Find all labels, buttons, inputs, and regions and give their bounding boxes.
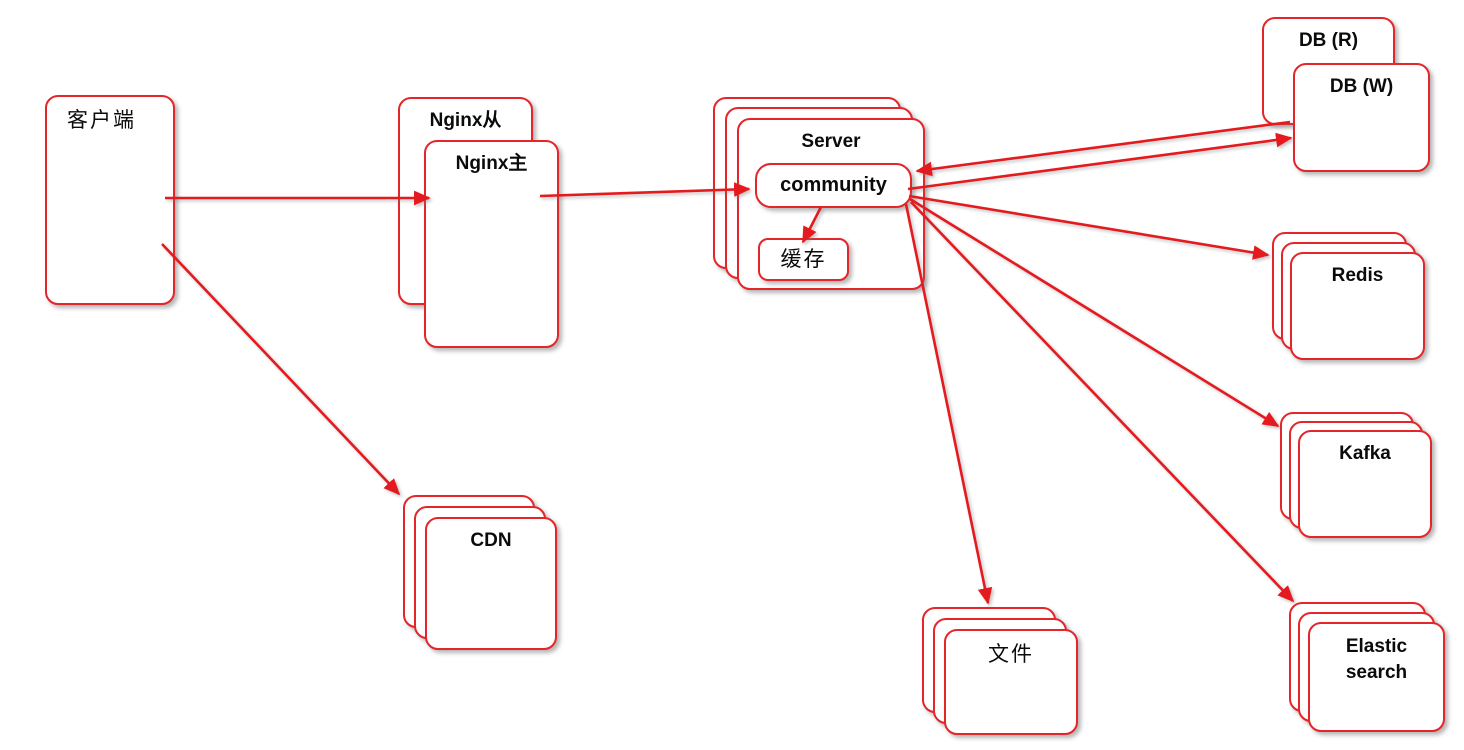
node-db-r-label: DB (R) <box>1298 30 1359 51</box>
node-community-label: community <box>780 174 887 196</box>
node-elastic-label: Elastic search <box>1345 636 1408 683</box>
node-cdn: CDN <box>425 517 557 650</box>
node-nginx-master: Nginx主 <box>424 140 559 348</box>
node-cache: 缓存 <box>758 238 849 281</box>
node-cdn-label: CDN <box>470 530 512 551</box>
node-elastic: Elastic search <box>1308 622 1445 732</box>
edge-community-to-kafka <box>909 197 1280 428</box>
node-client: 客户端 <box>45 95 175 305</box>
edge-db-to-community <box>915 120 1291 177</box>
node-cache-label: 缓存 <box>780 247 827 272</box>
node-files-label: 文件 <box>988 642 1034 666</box>
node-community: community <box>755 163 912 208</box>
edge-client-to-cdn <box>161 243 401 496</box>
node-nginx-slave-label: Nginx从 <box>429 110 502 131</box>
node-nginx-master-label: Nginx主 <box>455 153 528 174</box>
node-client-label: 客户端 <box>67 108 136 132</box>
node-db-w-label: DB (W) <box>1329 76 1394 97</box>
node-files: 文件 <box>944 629 1078 735</box>
edge-community-to-redis <box>908 194 1270 260</box>
node-redis-label: Redis <box>1331 265 1384 286</box>
node-server-label: Server <box>801 131 861 152</box>
node-redis: Redis <box>1290 252 1425 360</box>
node-kafka: Kafka <box>1298 430 1432 538</box>
edge-community-to-elastic <box>910 201 1295 603</box>
node-db-w: DB (W) <box>1293 63 1430 172</box>
edge-community-to-db_w <box>907 132 1293 191</box>
node-kafka-label: Kafka <box>1339 443 1391 464</box>
